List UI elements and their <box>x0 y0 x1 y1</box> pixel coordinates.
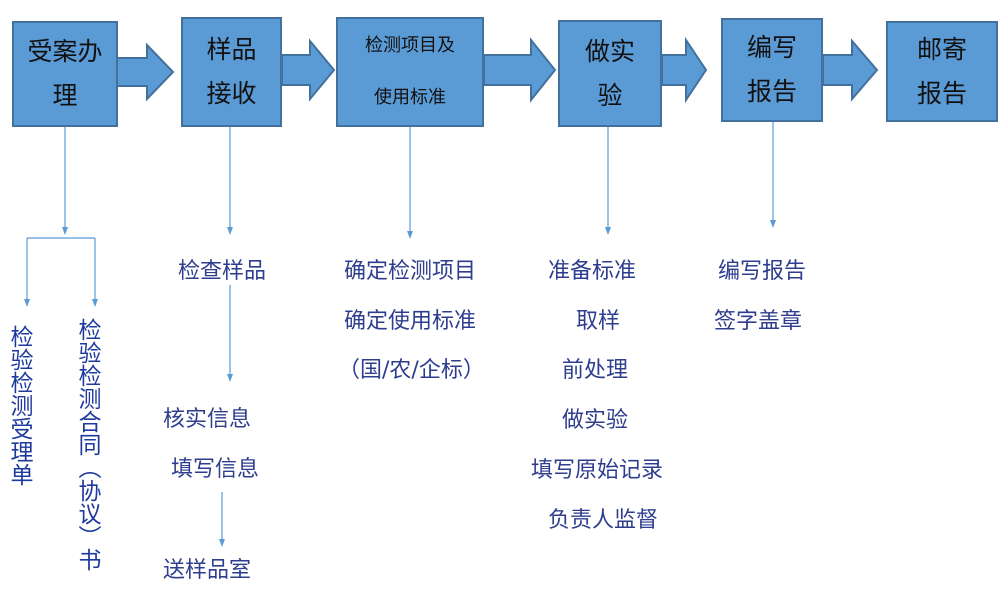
text-prepare-standards: 准备标准 <box>548 259 637 284</box>
text-determine-standards: 确定使用标准 <box>344 309 477 334</box>
arrowhead <box>770 220 776 228</box>
arrowhead <box>227 227 233 235</box>
text-pretreatment: 前处理 <box>562 358 629 383</box>
step-label-line2: 接收 <box>206 79 257 108</box>
step-box-write-report: 编写 报告 <box>721 18 823 122</box>
text-supervisor-oversight: 负责人监督 <box>548 508 659 533</box>
text-do-experiment: 做实验 <box>562 408 629 433</box>
text-send-sample-room: 送样品室 <box>163 558 252 583</box>
text-sampling: 取样 <box>576 309 621 334</box>
step-box-sample-receipt: 样品 接收 <box>181 17 282 127</box>
arrowhead <box>605 227 611 235</box>
step-box-test-items-standards: 检测项目及 使用标准 <box>336 17 484 127</box>
doc-contract: 检验检测合同（协议）书 <box>74 318 100 571</box>
step-label-line2: 使用标准 <box>374 87 446 108</box>
flow-arrow-4 <box>661 36 708 104</box>
step-label-line1: 检测项目及 <box>365 35 455 56</box>
step-label-line1: 受案办 <box>27 37 103 66</box>
step-label-line2: 报告 <box>916 78 967 108</box>
doc-acceptance-form: 检验检测受理单 <box>6 325 32 486</box>
flow-arrow-1 <box>116 42 175 102</box>
text-sign-stamp: 签字盖章 <box>714 309 803 334</box>
text-fill-raw-records: 填写原始记录 <box>531 458 664 483</box>
text-check-sample: 检查样品 <box>178 259 267 284</box>
text-verify-info: 核实信息 <box>163 407 252 432</box>
step-label-line2: 报告 <box>746 77 797 106</box>
step-box-mail-report: 邮寄 报告 <box>886 21 998 122</box>
flow-arrow-5 <box>822 38 879 102</box>
step-box-experiment: 做实 验 <box>558 20 662 127</box>
step-label-line1: 做实 <box>584 36 635 66</box>
arrowhead <box>407 231 413 239</box>
step-box-case-acceptance: 受案办 理 <box>12 21 118 127</box>
text-determine-items: 确定检测项目 <box>344 259 477 284</box>
arrowhead <box>219 539 225 547</box>
arrowhead <box>92 299 98 307</box>
arrowhead <box>62 227 68 235</box>
arrowhead <box>24 299 30 307</box>
step-label-line1: 样品 <box>206 35 257 64</box>
text-standard-types: （国/农/企标） <box>338 358 485 383</box>
step-label-line2: 理 <box>52 81 78 110</box>
flow-arrow-2 <box>281 38 336 102</box>
text-fill-info: 填写信息 <box>171 457 260 482</box>
flow-arrow-3 <box>483 37 557 103</box>
arrowhead <box>227 374 233 382</box>
step-label-line1: 编写 <box>746 33 797 62</box>
step-label-line2: 验 <box>597 80 623 110</box>
text-write-report: 编写报告 <box>718 259 807 284</box>
step-label-line1: 邮寄 <box>916 34 967 64</box>
